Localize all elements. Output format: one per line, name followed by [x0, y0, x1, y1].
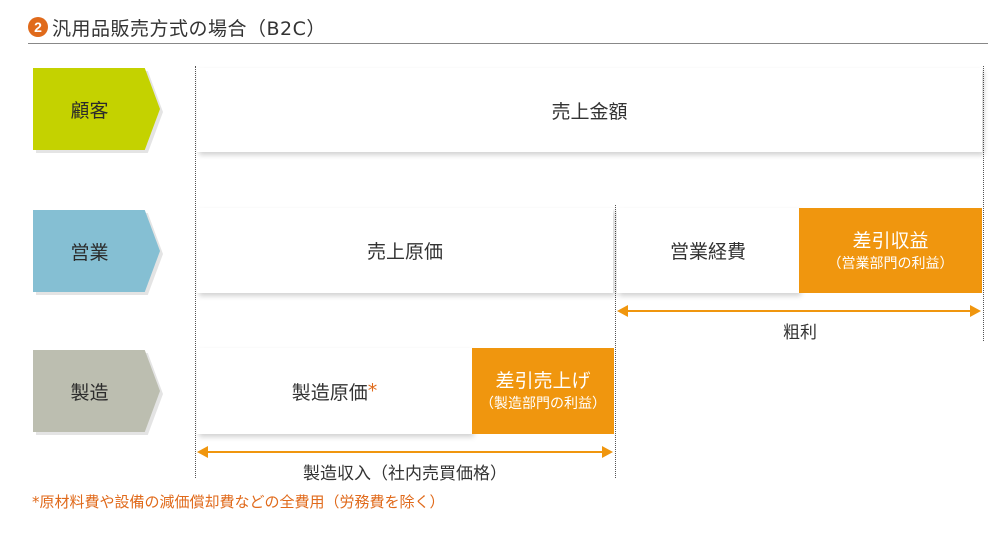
row-label-sales: 営業	[33, 210, 160, 292]
gross-profit-arrow-right-head	[970, 305, 981, 317]
row-label-customer-text: 顧客	[70, 99, 109, 122]
manufacturing-cost-asterisk: *	[367, 380, 378, 402]
sales-amount-label: 売上金額	[551, 100, 628, 123]
guide-line-left	[195, 66, 196, 478]
operating-expenses-label: 営業経費	[669, 241, 746, 263]
cost-of-sales-label: 売上原価	[366, 241, 443, 263]
sales-margin-label: 差引収益	[852, 229, 929, 252]
manufacturing-margin-label: 差引売上げ	[495, 370, 591, 392]
manufacturing-cost-block: 製造原価*	[197, 348, 472, 434]
gross-profit-arrow-left-head	[617, 305, 628, 317]
manufacturing-cost-label: 製造原価	[291, 381, 368, 404]
cost-of-sales-block: 売上原価	[197, 208, 613, 293]
manufacturing-income-arrow-right-head	[602, 446, 613, 458]
row-label-manufacturing: 製造	[33, 350, 160, 432]
manufacturing-income-arrow-left-head	[197, 446, 208, 458]
operating-expenses-block: 営業経費	[617, 208, 799, 293]
manufacturing-income-arrow-line	[207, 451, 603, 453]
sales-margin-sublabel: （営業部門の利益）	[827, 255, 954, 272]
row-label-manufacturing-text: 製造	[70, 381, 109, 404]
guide-line-middle	[615, 205, 616, 478]
manufacturing-income-label: 製造収入（社内売買価格）	[303, 464, 507, 484]
sales-amount-block: 売上金額	[197, 68, 982, 152]
manufacturing-margin-sublabel: （製造部門の利益）	[480, 396, 606, 412]
footnote: *原材料費や設備の減価償却費などの全費用（労務費を除く）	[32, 493, 445, 511]
title-divider	[28, 43, 988, 44]
title-text: 汎用品販売方式の場合（B2C）	[52, 17, 326, 40]
row-label-customer: 顧客	[33, 68, 160, 150]
row-label-sales-text: 営業	[70, 241, 109, 264]
gross-profit-arrow-line	[627, 310, 971, 312]
manufacturing-margin-block: 差引売上げ （製造部門の利益）	[472, 348, 614, 434]
sales-margin-block: 差引収益 （営業部門の利益）	[799, 208, 982, 293]
title-number-badge: 2	[28, 17, 48, 37]
guide-line-right	[983, 66, 984, 341]
diagram-title: 2 汎用品販売方式の場合（B2C）	[28, 12, 326, 42]
gross-profit-label: 粗利	[783, 323, 817, 343]
